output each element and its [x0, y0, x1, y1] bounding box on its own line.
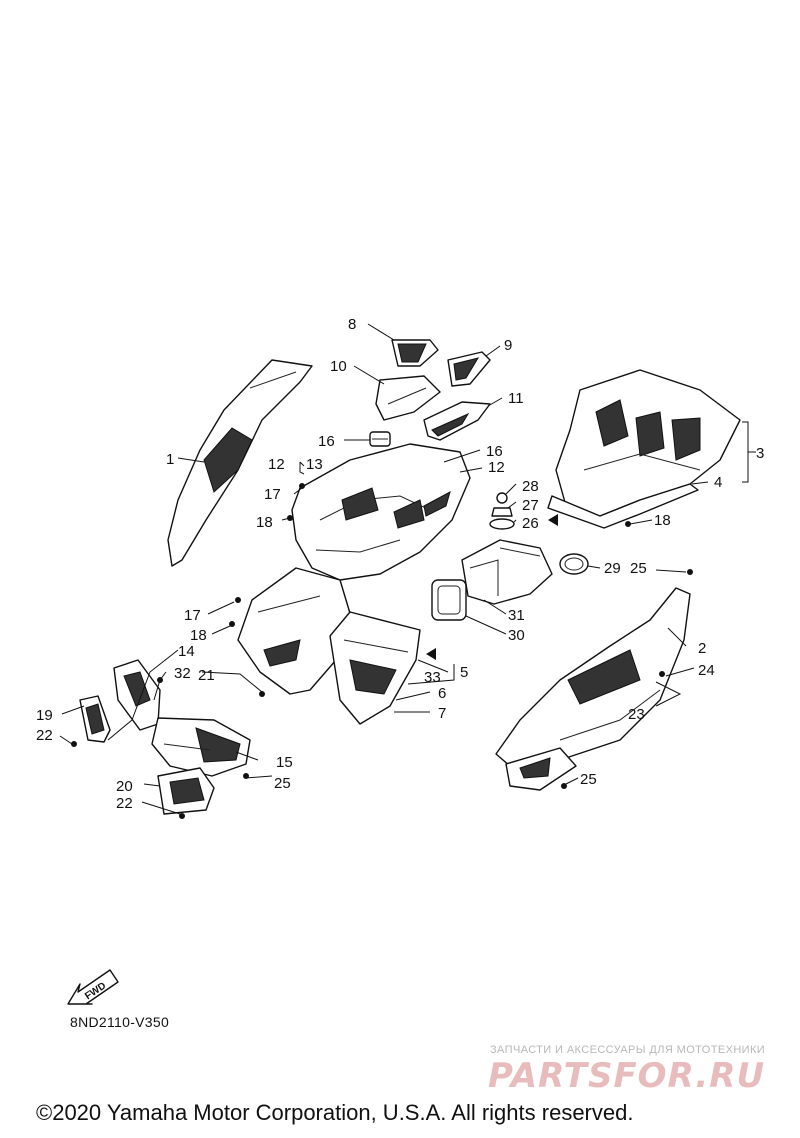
part-8-vent-grille — [391, 339, 439, 367]
callout-6: 6 — [438, 685, 446, 702]
callout-18-left: 18 — [256, 514, 273, 531]
drawing-code: 8ND2110-V350 — [70, 1014, 170, 1030]
callout-12-left: 12 — [268, 456, 285, 473]
part-29-clamp-ring — [559, 553, 589, 575]
part-1-side-cover — [167, 359, 313, 567]
callout-22-lower: 22 — [116, 795, 133, 812]
watermark-logo: PARTSFOR.RU — [488, 1056, 766, 1096]
part-14-bracket — [113, 659, 161, 731]
copyright-notice: ©2020 Yamaha Motor Corporation, U.S.A. A… — [36, 1100, 634, 1125]
part-20-louver-grille — [157, 767, 215, 815]
callout-12-right: 12 — [488, 459, 505, 476]
watermark-tagline: ЗАПЧАСТИ И АКСЕССУАРЫ ДЛЯ МОТОТЕХНИКИ — [490, 1044, 766, 1056]
part-15-lower-cover — [151, 717, 251, 777]
arrow-marker — [426, 648, 436, 660]
part-13-upper-deck — [291, 443, 471, 581]
callout-labels: 1 2 3 4 5 6 7 8 9 10 11 12 12 13 14 15 1… — [36, 316, 764, 812]
callout-1: 1 — [166, 451, 174, 468]
part-30-seal-ring — [431, 579, 467, 621]
callout-7: 7 — [438, 705, 446, 722]
callout-23: 23 — [628, 706, 645, 723]
callout-2: 2 — [698, 640, 706, 657]
leader-lines — [59, 323, 756, 815]
callout-14: 14 — [178, 643, 195, 660]
callout-17-top: 17 — [264, 486, 281, 503]
callout-25-top: 25 — [630, 560, 647, 577]
part-5-storage-box — [329, 611, 421, 725]
part-16-grommet-left — [369, 431, 391, 447]
part-4-bin-liner — [547, 483, 699, 529]
part-2-side-cover-right — [495, 587, 691, 767]
callout-33: 33 — [424, 669, 441, 686]
callout-18-mid: 18 — [190, 627, 207, 644]
part-2-lower-bracket — [505, 747, 577, 791]
callout-31: 31 — [508, 607, 525, 624]
callout-3: 3 — [756, 445, 764, 462]
part-3-storage-bin — [555, 369, 741, 517]
callout-10: 10 — [330, 358, 347, 375]
callout-13: 13 — [306, 456, 323, 473]
forward-arrow-icon: FWD — [67, 969, 119, 1005]
callout-30: 30 — [508, 627, 525, 644]
callout-21: 21 — [198, 667, 215, 684]
callout-22-upper: 22 — [36, 727, 53, 744]
callout-11: 11 — [508, 390, 524, 407]
callout-32: 32 — [174, 665, 191, 682]
callout-25-bottom: 25 — [580, 771, 597, 788]
callout-9: 9 — [504, 337, 512, 354]
callout-19: 19 — [36, 707, 53, 724]
callout-18-right: 18 — [654, 512, 671, 529]
callout-24: 24 — [698, 662, 715, 679]
callout-20: 20 — [116, 778, 133, 795]
callout-16-left: 16 — [318, 433, 335, 450]
callout-5: 5 — [460, 664, 468, 681]
callout-8: 8 — [348, 316, 356, 333]
callout-25-left: 25 — [274, 775, 291, 792]
part-10-duct-cover — [375, 375, 441, 421]
callout-28: 28 — [522, 478, 539, 495]
part-11-duct-cover — [423, 401, 491, 441]
callout-26: 26 — [522, 515, 539, 532]
callout-16-right: 16 — [486, 443, 503, 460]
callout-17-mid: 17 — [184, 607, 201, 624]
part-31-air-duct — [461, 539, 553, 605]
callout-4: 4 — [714, 474, 722, 491]
callout-27: 27 — [522, 497, 539, 514]
arrow-marker — [548, 514, 558, 526]
part-9-vent-grille — [447, 351, 491, 387]
callout-29: 29 — [604, 560, 621, 577]
lower-front-hull — [237, 567, 353, 695]
part-26-28-fastener-stack — [489, 492, 515, 530]
part-19-small-grille — [79, 695, 111, 743]
callout-15: 15 — [276, 754, 293, 771]
